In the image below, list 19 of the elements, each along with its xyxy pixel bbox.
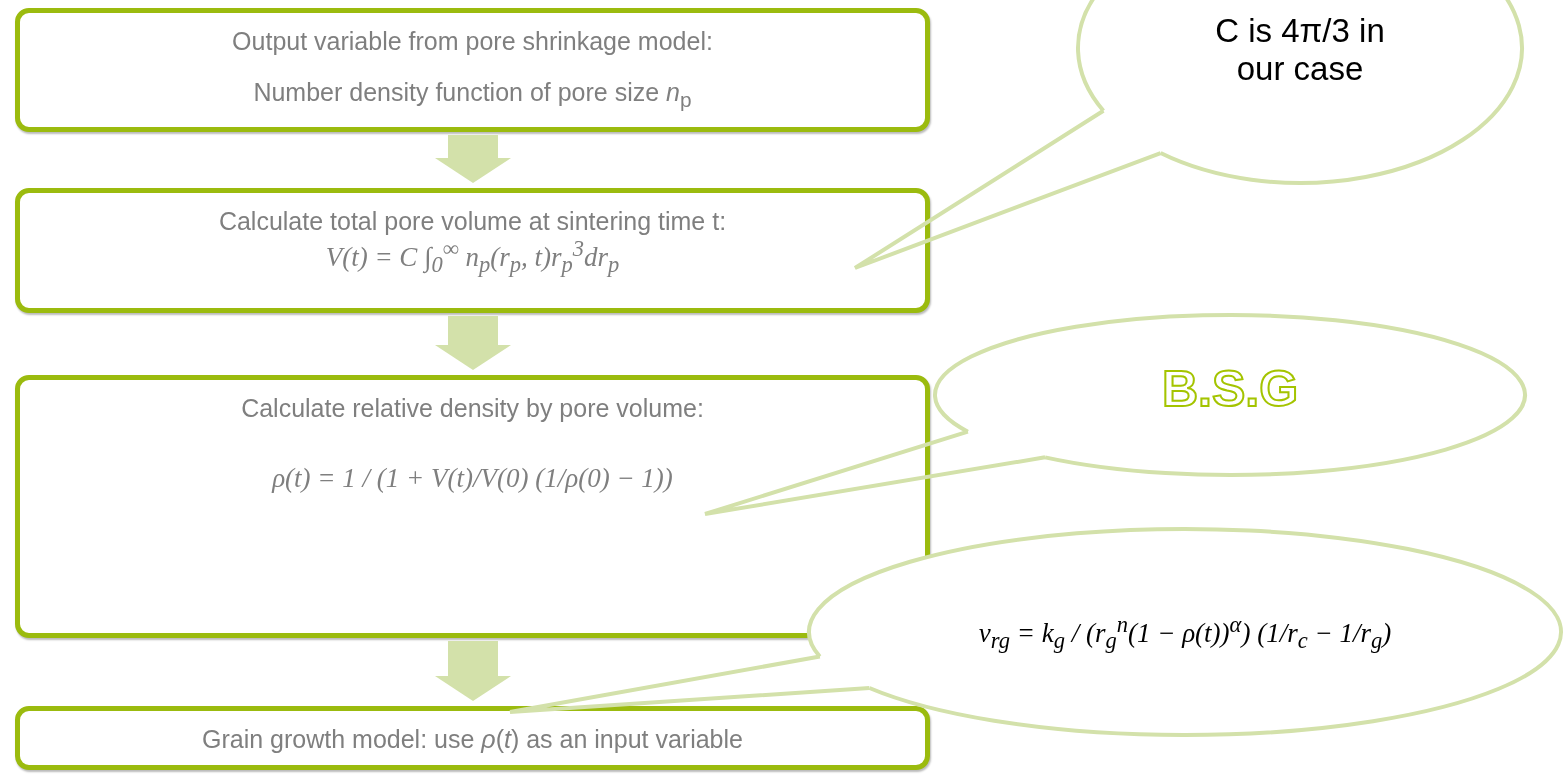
process-box xyxy=(15,188,930,313)
box-text: Number density function of pore size n$_{p}$ xyxy=(253,78,692,112)
block-arrow xyxy=(435,316,511,370)
equation: ρ(t) = 1 / (1 + V(t)/V(0) (1/ρ(0) − 1)) xyxy=(272,463,673,494)
block-arrow xyxy=(435,641,511,701)
callout-text: C is 4π/3 in our case xyxy=(1214,12,1386,88)
equation: v$_{rg}$ = k$_{g}$ / (r$_{g}$$^{n}$(1 − ρ(t))$^{α}$) (1/r$_{c}$ − 1/r$_{g}$) xyxy=(977,612,1393,655)
process-box xyxy=(15,375,930,638)
equation: V(t) = C ∫$_{0}$$^{∞}$ n$_{p}$(r$_{p}$, t)r$_{p}$$^{3}$dr$_{p}$ xyxy=(325,236,620,279)
block-arrow xyxy=(435,135,511,183)
speech-bubble xyxy=(806,526,1564,738)
box-heading: Calculate relative density by pore volume: xyxy=(241,394,704,423)
speech-bubble xyxy=(932,312,1528,478)
outlined-text: B.S.G xyxy=(1160,360,1300,418)
box-text: Grain growth model: use ρ(t) as an input variable xyxy=(202,725,743,754)
box-heading: Output variable from pore shrinkage model: xyxy=(232,27,713,56)
box-heading: Calculate total pore volume at sintering time t: xyxy=(218,207,727,236)
process-box xyxy=(15,706,930,770)
process-box xyxy=(15,8,930,132)
